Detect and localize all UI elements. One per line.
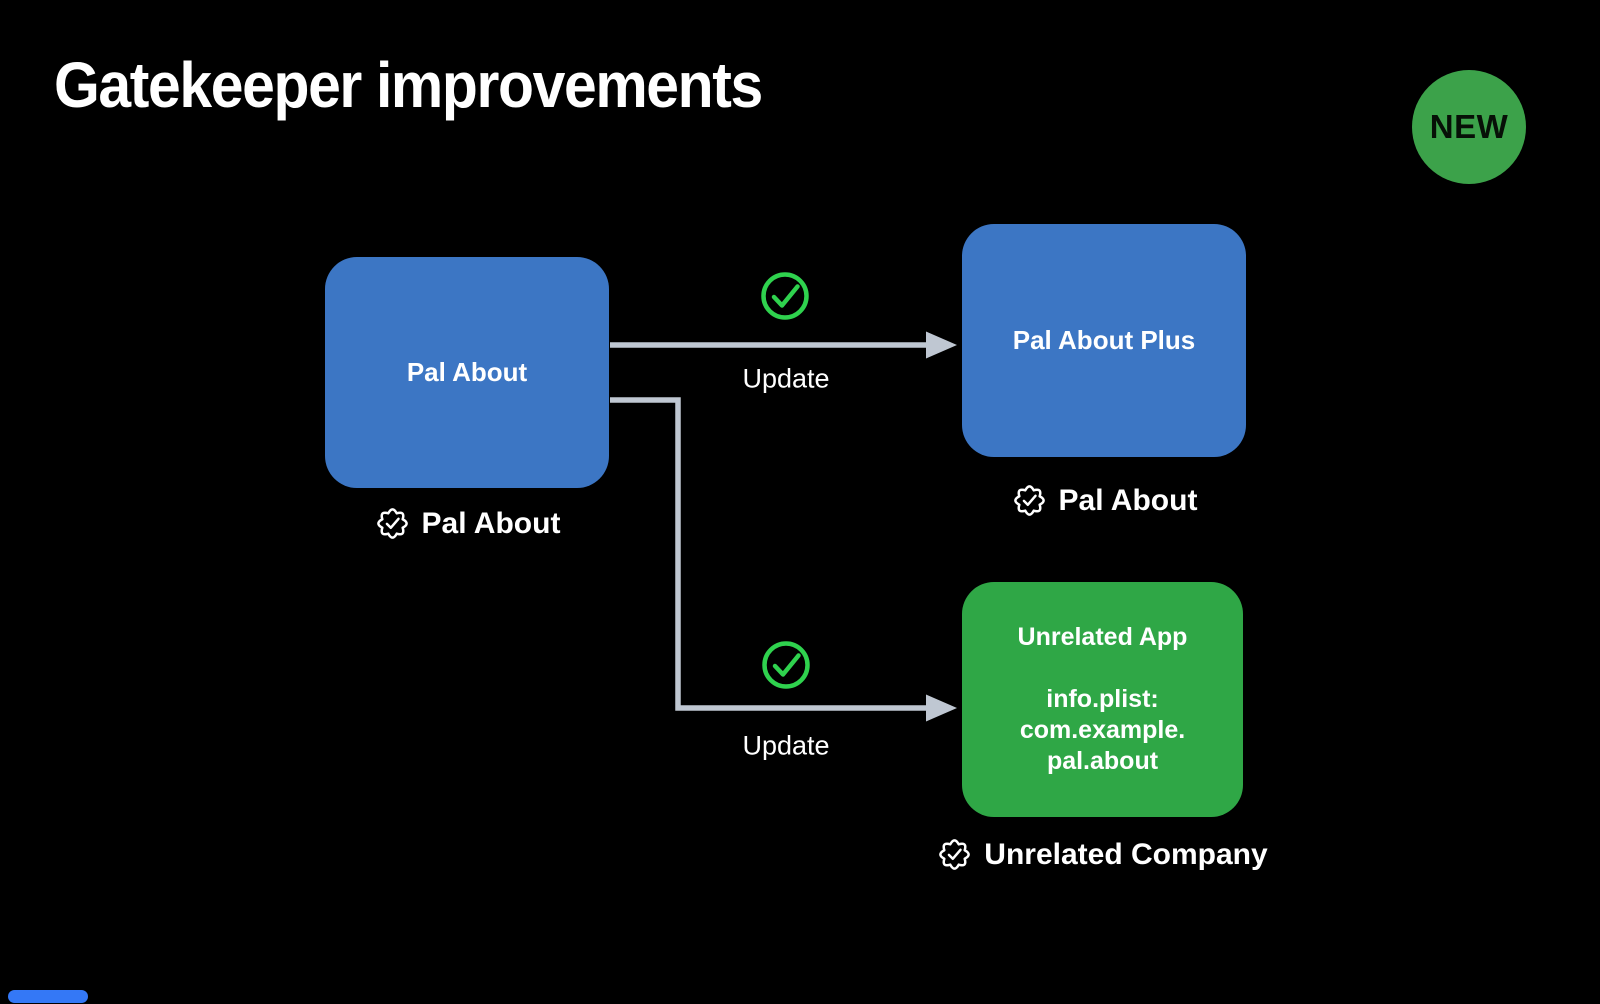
signer-row-target-bottom: Unrelated Company <box>902 836 1302 873</box>
new-badge: NEW <box>1412 70 1526 184</box>
update-arrow-top <box>610 331 957 359</box>
checkmark-seal-icon <box>376 508 408 539</box>
slide-title: Gatekeeper improvements <box>54 49 763 121</box>
app-node-body: Unrelated App info.plist: com.example. p… <box>1018 622 1188 777</box>
signer-name: Pal About <box>421 506 561 540</box>
plist-value-line1: com.example. <box>1019 716 1186 744</box>
plist-heading: info.plist: <box>1046 685 1159 713</box>
checkmark-seal-icon <box>1013 485 1045 516</box>
checkmark-circle-icon <box>762 641 810 689</box>
app-node-target-bottom: Unrelated App info.plist: com.example. p… <box>962 582 1243 817</box>
signer-name: Unrelated Company <box>984 837 1268 871</box>
app-node-target-top: Pal About Plus <box>962 224 1246 457</box>
checkmark-seal-icon <box>939 839 971 870</box>
new-badge-label: NEW <box>1429 108 1509 145</box>
app-node-label: Unrelated App <box>1017 623 1188 651</box>
signer-row-target-top: Pal About <box>962 482 1246 519</box>
checkmark-circle-icon <box>761 272 809 320</box>
update-label-top: Update <box>742 363 830 394</box>
update-arrow-bottom <box>610 397 957 722</box>
plist-value-line2: pal.about <box>1046 747 1159 775</box>
video-progress-bar[interactable] <box>8 990 88 1003</box>
signer-row-source: Pal About <box>325 505 609 542</box>
arrowhead-icon <box>926 331 957 359</box>
signer-name: Pal About <box>1058 483 1198 517</box>
app-node-label: Pal About <box>406 357 528 387</box>
app-node-source: Pal About <box>325 257 609 488</box>
arrowhead-icon <box>926 694 957 722</box>
update-label-bottom: Update <box>742 730 830 761</box>
app-node-label: Pal About Plus <box>1012 325 1196 355</box>
